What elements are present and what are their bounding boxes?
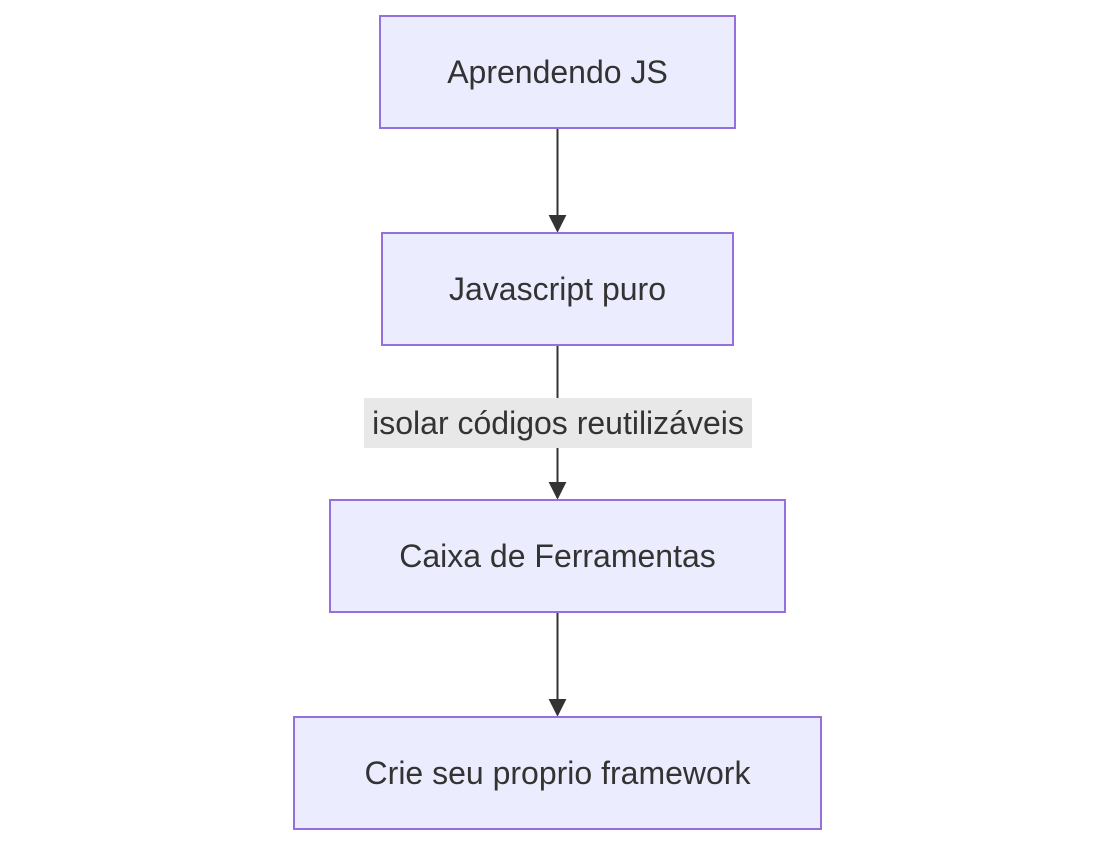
node-label: Crie seu proprio framework <box>364 754 751 791</box>
node-caixa-de-ferramentas: Caixa de Ferramentas <box>329 499 786 613</box>
edge-label-text: isolar códigos reutilizáveis <box>372 405 744 441</box>
node-javascript-puro: Javascript puro <box>381 232 734 346</box>
node-label: Caixa de Ferramentas <box>399 537 716 574</box>
node-label: Aprendendo JS <box>447 53 668 90</box>
node-label: Javascript puro <box>449 270 666 307</box>
node-crie-seu-proprio-framework: Crie seu proprio framework <box>293 716 822 830</box>
edge-label-isolar: isolar códigos reutilizáveis <box>364 398 752 448</box>
node-aprendendo-js: Aprendendo JS <box>379 15 736 129</box>
